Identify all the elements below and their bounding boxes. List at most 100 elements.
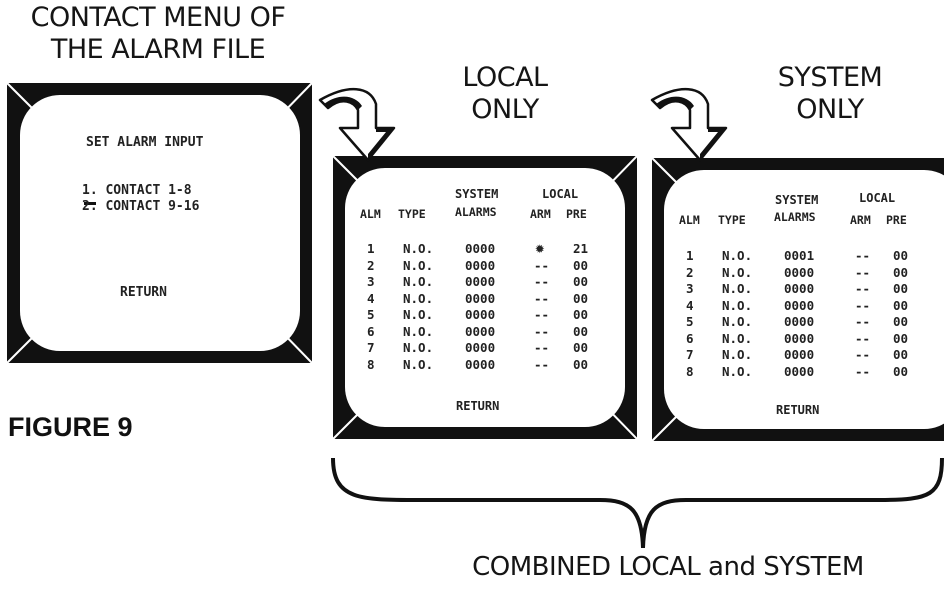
cell-alarms: 0000 [465,241,496,256]
cell-alarms: 0000 [784,297,815,313]
cell-pre: 00 [573,340,589,355]
cell-alarms: 0000 [465,323,496,339]
cell-arm: -- [534,290,550,306]
cell-alarms: 0000 [784,314,815,329]
menu-title: SET ALARM INPUT [86,135,204,150]
cell-arm: -- [855,281,871,296]
cell-type: N.O. [403,356,434,372]
cell-alm: 7 [367,340,375,355]
cell-type: N.O. [403,274,434,289]
cell-alm: 8 [367,356,375,372]
cell-alarms: 0000 [465,307,496,322]
cell-alm: 6 [367,323,375,339]
cell-arm: -- [855,363,871,379]
cell-arm: -- [534,340,550,355]
menu-item-contact-9-16[interactable]: 2. CONTACT 9-16 [82,199,200,214]
cell-alm: 4 [367,290,375,306]
cell-arm: -- [855,264,871,280]
cell-type: N.O. [403,340,434,355]
figure-label: FIGURE 9 [8,412,133,442]
cell-arm: -- [534,356,550,372]
col-alarms: ALARMS [774,210,816,224]
menu-item-contact-1-8[interactable]: 1. CONTACT 1-8 [82,183,192,198]
caption-line: ONLY [471,94,539,126]
cell-arm: -- [534,257,550,273]
cell-type: N.O. [722,281,753,296]
caption-system-only: SYSTEM ONLY [740,62,920,127]
caption-line: CONTACT MENU OF [30,2,286,33]
cell-type: N.O. [403,323,434,339]
cell-alm: 6 [686,330,694,346]
local-return[interactable]: RETURN [456,399,500,413]
cell-alarms: 0001 [784,248,815,263]
cell-pre: 00 [573,356,589,372]
header-system: SYSTEM [775,193,819,207]
cell-type: N.O. [722,330,753,346]
cell-pre: 00 [573,323,589,339]
cell-alarms: 0000 [784,264,815,280]
local-screen-frame [332,155,638,440]
cell-alm: 5 [686,314,694,329]
cell-alm: 2 [686,264,694,280]
cell-alarms: 0000 [465,257,496,273]
col-type: TYPE [718,213,746,227]
cell-alarms: 0000 [784,330,815,346]
cell-type: N.O. [403,257,434,273]
cell-alm: 4 [686,297,694,313]
col-pre: PRE [886,213,907,227]
cell-pre: 00 [893,330,909,346]
cell-type: N.O. [722,264,753,280]
caption-local-only: LOCAL ONLY [420,62,590,127]
cell-type: N.O. [722,297,753,313]
cell-type: N.O. [403,307,434,322]
cell-pre: 21 [573,241,589,256]
cell-alarms: 0000 [465,290,496,306]
cell-type: N.O. [722,248,753,263]
cell-pre: 00 [573,307,589,322]
cell-alarms: 0000 [465,274,496,289]
cell-pre: 00 [893,264,909,280]
cell-type: N.O. [722,347,753,362]
cell-alarms: 0000 [784,363,815,379]
menu-screen-frame [6,82,313,364]
cell-alarms: 0000 [465,356,496,372]
cell-alm: 5 [367,307,375,322]
caption-line: SYSTEM [777,62,883,93]
col-pre: PRE [566,207,587,221]
cell-pre: 00 [893,297,909,313]
col-arm: ARM [850,213,871,227]
brace-icon [331,457,944,549]
cell-alm: 3 [686,281,694,296]
cell-alm: 1 [686,248,694,263]
cell-pre: 00 [893,281,909,296]
cell-pre: 00 [573,290,589,306]
cell-alm: 1 [367,241,375,256]
system-screen-frame [651,157,944,442]
caption-combined: COMBINED LOCAL and SYSTEM [472,552,864,582]
cell-arm: -- [855,297,871,313]
cell-arm: -- [855,248,871,263]
curved-arrow-icon [650,87,728,162]
header-system: SYSTEM [455,187,499,201]
caption-line: THE ALARM FILE [50,34,266,66]
cell-alarms: 0000 [465,340,496,355]
cell-alm: 3 [367,274,375,289]
cell-type: N.O. [722,363,753,379]
col-alarms: ALARMS [455,205,497,219]
system-return[interactable]: RETURN [776,403,820,417]
cell-arm: -- [855,347,871,362]
menu-return[interactable]: RETURN [120,285,167,300]
cell-arm: ✹ [535,238,545,257]
col-alm: ALM [360,207,381,221]
cell-pre: 00 [573,274,589,289]
cell-type: N.O. [722,314,753,329]
caption-contact-menu: CONTACT MENU OF THE ALARM FILE [8,2,308,67]
cell-alarms: 0000 [784,347,815,362]
header-local: LOCAL [542,187,579,201]
cell-pre: 00 [893,314,909,329]
curved-arrow-icon [318,87,396,162]
cell-arm: -- [855,330,871,346]
cell-arm: -- [534,307,550,322]
